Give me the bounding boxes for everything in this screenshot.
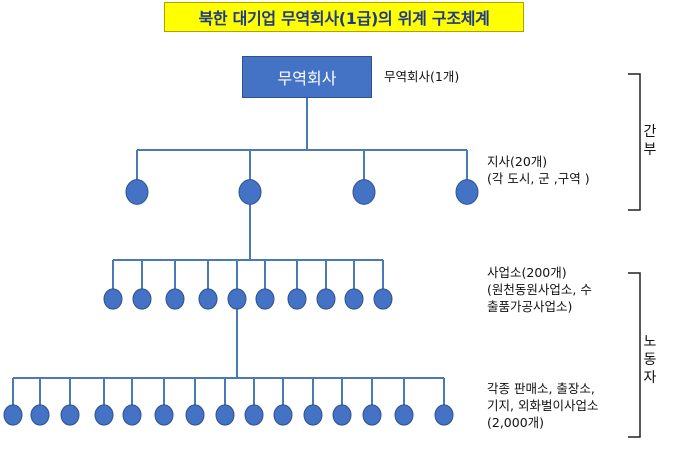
outlet-node [362,404,382,426]
level-enterprise-line: 출품가공사업소) [487,299,573,314]
outlet-node [30,404,50,426]
enterprise-node [373,288,393,310]
group-char: 부 [643,142,657,158]
nodes [3,179,479,426]
group-label-labor: 노 동 자 [641,333,659,387]
enterprise-node [316,288,336,310]
enterprise-node [255,288,275,310]
title-banner: 북한 대기업 무역회사(1급)의 위계 구조체계 [164,2,524,32]
outlet-node [394,404,414,426]
root-node-trading-company: 무역회사 [242,56,372,98]
outlet-node [185,404,205,426]
branch-node [455,179,479,205]
bracket-cadre [628,73,641,211]
enterprise-node [287,288,307,310]
diagram-title: 북한 대기업 무역회사(1급)의 위계 구조체계 [198,9,490,28]
level-branch-line: 지사(20개) [487,154,548,169]
level-outlet-label: 각종 판매소, 출장소, 기지, 외화벌이사업소 (2,000개) [487,380,598,431]
outlet-node [273,404,293,426]
branch-node [125,179,149,205]
branch-node [238,179,262,205]
outlet-node [332,404,352,426]
enterprise-node [227,288,247,310]
enterprise-node [103,288,123,310]
outlet-node [244,404,264,426]
level-outlet-line: (2,000개) [487,415,545,430]
level-outlet-line: 각종 판매소, 출장소, [487,381,595,396]
level-branch-label: 지사(20개) (각 도시, 군 ,구역 ) [487,153,590,187]
outlet-node [122,404,142,426]
level-enterprise-label: 사업소(200개) (원천동원사업소, 수 출품가공사업소) [487,264,592,315]
outlet-node [434,404,454,426]
outlet-node [303,404,323,426]
brackets [628,73,641,438]
level-enterprise-line: 사업소(200개) [487,265,567,280]
level-enterprise-line: (원천동원사업소, 수 [487,282,592,297]
enterprise-node [198,288,218,310]
outlet-node [94,404,114,426]
enterprise-node [165,288,185,310]
branch-node [352,179,376,205]
outlet-node [215,404,235,426]
bracket-labor [628,272,641,438]
group-char: 노 [643,334,657,350]
group-char: 자 [643,370,657,386]
outlet-node [154,404,174,426]
enterprise-node [344,288,364,310]
group-char: 동 [643,352,657,368]
level-branch-line: (각 도시, 군 ,구역 ) [487,171,590,186]
connectors [12,98,468,408]
root-node-label: 무역회사 [277,69,337,88]
outlet-node [3,404,23,426]
level-outlet-line: 기지, 외화벌이사업소 [487,398,599,413]
enterprise-node [132,288,152,310]
root-note: 무역회사(1개) [384,69,460,84]
group-label-cadre: 간 부 [641,123,659,159]
outlet-node [60,404,80,426]
group-char: 간 [643,124,657,140]
